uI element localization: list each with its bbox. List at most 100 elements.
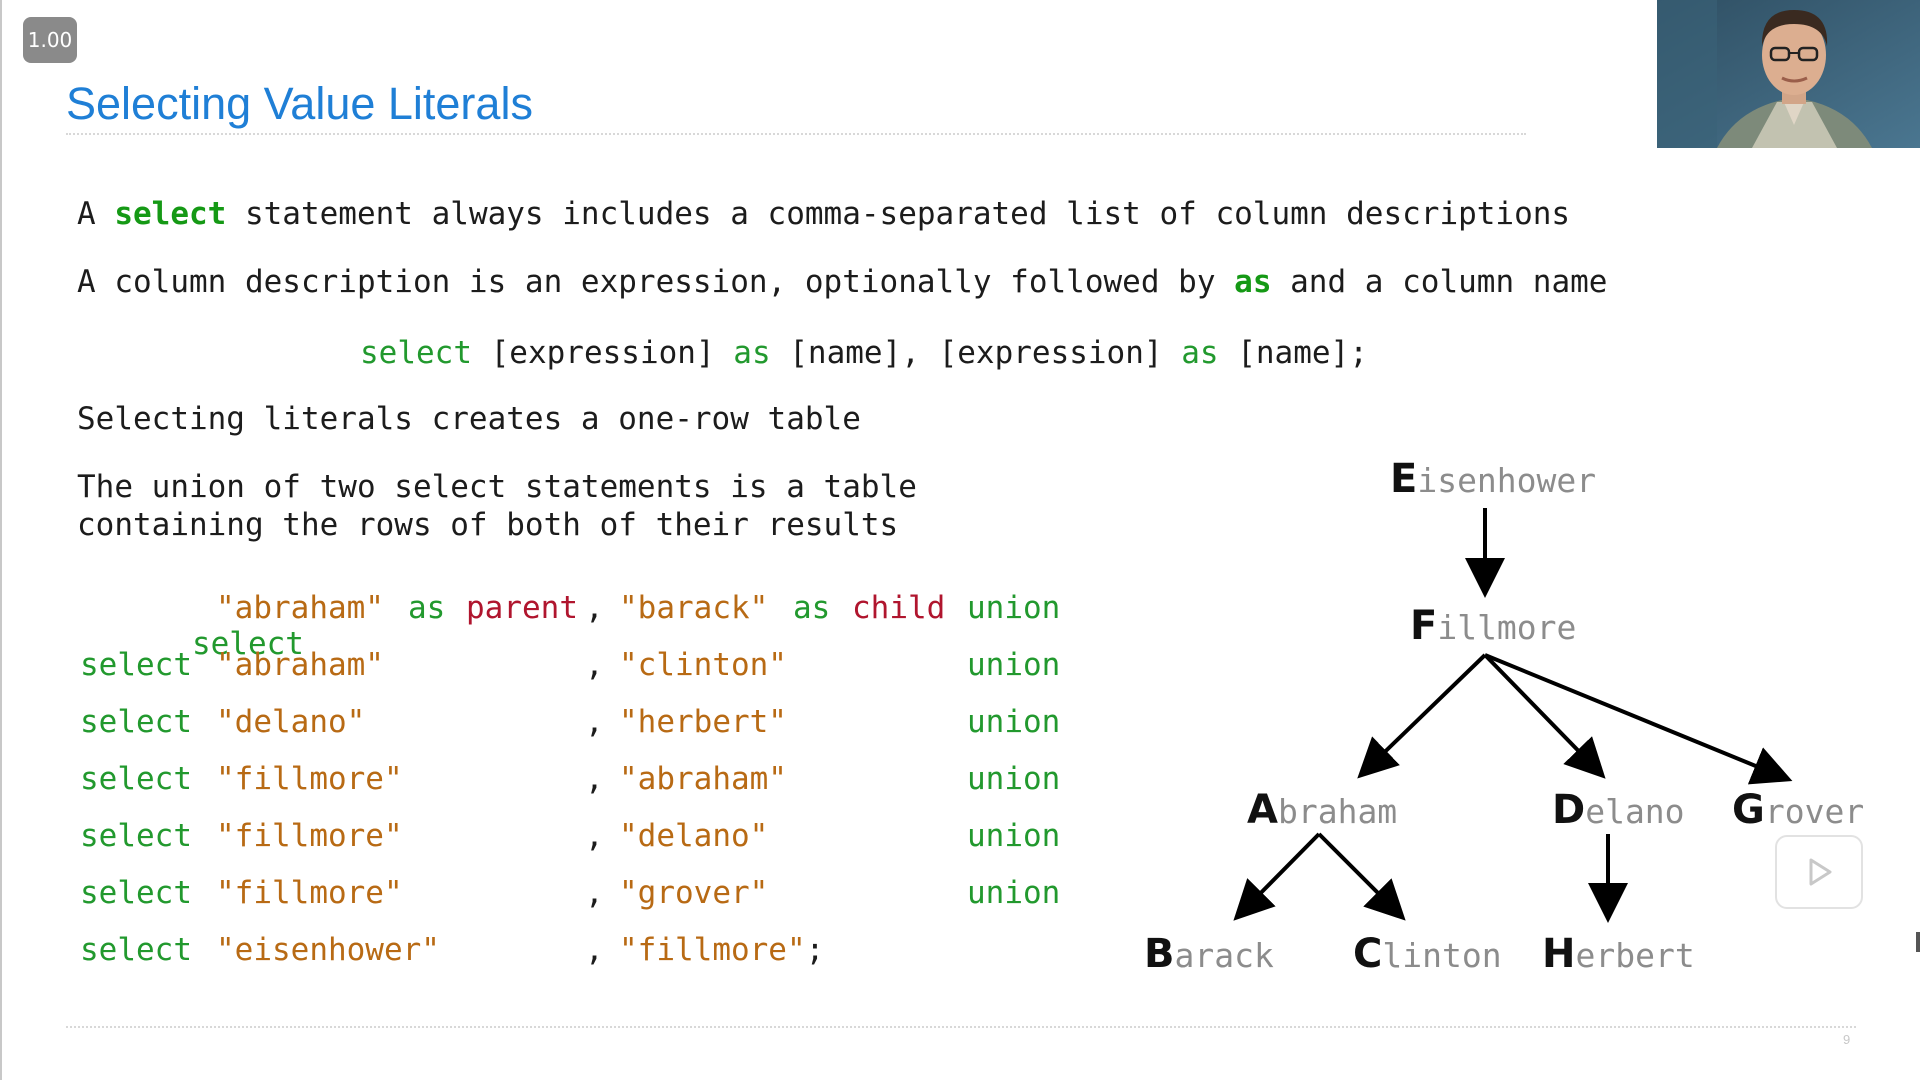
node-rest: erbert [1575, 936, 1694, 975]
paragraph-column-description: A column description is an expression, o… [77, 264, 1607, 300]
edge-fillmore-grover [1484, 653, 1793, 785]
code-string: "fillmore" [619, 932, 806, 968]
keyword-union: union [967, 704, 1061, 740]
keyword-select: select [80, 761, 192, 797]
code-separator: , [585, 818, 604, 854]
code-row: select [80, 590, 304, 698]
code-string: "grover" [619, 875, 769, 911]
syntax-fragment: [name], [expression] [770, 335, 1182, 371]
page-number: 9 [1843, 1032, 1851, 1047]
node-rest: illmore [1437, 608, 1576, 647]
code-string: "abraham" [619, 761, 787, 797]
node-initial: H [1542, 931, 1575, 977]
code-separator: , [585, 647, 604, 683]
play-button[interactable] [1775, 835, 1863, 909]
keyword-as: as [1181, 335, 1219, 371]
code-string: "barack" [619, 590, 769, 626]
keyword-union: union [967, 818, 1061, 854]
node-rest: linton [1382, 936, 1501, 975]
keyword-as: as [793, 590, 831, 626]
node-initial: B [1144, 931, 1175, 977]
node-eisenhower: Eisenhower [1390, 456, 1596, 502]
playback-speed-badge[interactable]: 1.00 [23, 17, 77, 63]
keyword-select: select [80, 932, 192, 968]
code-string: "abraham" [216, 647, 384, 683]
node-initial: A [1247, 787, 1278, 833]
keyword-union: union [967, 761, 1061, 797]
code-separator: , [585, 704, 604, 740]
keyword-select: select [80, 875, 192, 911]
text-fragment: and a column name [1271, 264, 1608, 300]
keyword-as: as [1234, 264, 1272, 300]
node-clinton: Clinton [1353, 931, 1502, 977]
keyword-union: union [967, 875, 1061, 911]
code-string: "eisenhower" [216, 932, 440, 968]
text-fragment: A [77, 196, 115, 232]
node-initial: F [1410, 603, 1437, 649]
paragraph-literals: Selecting literals creates a one-row tab… [77, 401, 861, 437]
code-separator: , [585, 761, 604, 797]
code-row-last-end: "fillmore"; [619, 932, 824, 968]
slide-title: Selecting Value Literals [66, 78, 533, 129]
code-separator: , [585, 932, 604, 968]
column-name-parent: parent [466, 590, 578, 626]
keyword-select: select [114, 196, 227, 232]
node-rest: arack [1175, 936, 1274, 975]
statement-terminator: ; [805, 932, 825, 968]
code-string: "herbert" [619, 704, 787, 740]
text-fragment: statement always includes a comma-separa… [226, 196, 1571, 232]
presenter-video-frame [1657, 0, 1920, 148]
keyword-select: select [80, 704, 192, 740]
playback-speed-label: 1.00 [27, 28, 73, 52]
keyword-as: as [408, 590, 446, 626]
node-herbert: Herbert [1542, 931, 1695, 977]
code-string: "clinton" [619, 647, 787, 683]
node-delano: Delano [1552, 787, 1685, 833]
edge-fillmore-abraham [1357, 653, 1487, 779]
edge-abraham-barack [1233, 832, 1321, 921]
node-fillmore: Fillmore [1410, 603, 1576, 649]
node-abraham: Abraham [1247, 787, 1397, 833]
syntax-template: select [expression] as [name], [expressi… [360, 335, 1368, 371]
family-tree-diagram: Eisenhower Fillmore Abraham Delano Grove… [1144, 456, 1864, 977]
scroll-edge-marker [1916, 932, 1920, 952]
code-string: "fillmore" [216, 875, 403, 911]
paragraph-select-columns: A select statement always includes a com… [77, 196, 1570, 232]
edge-abraham-clinton [1317, 832, 1406, 921]
code-string: "fillmore" [216, 818, 403, 854]
keyword-select: select [360, 335, 472, 371]
paragraph-union-line2: containing the rows of both of their res… [77, 507, 899, 543]
node-initial: C [1353, 931, 1382, 977]
node-barack: Barack [1144, 931, 1274, 977]
keyword-select: select [191, 626, 304, 662]
edge-fillmore-delano [1483, 653, 1606, 779]
keyword-select: select [80, 647, 192, 683]
syntax-fragment: [name]; [1218, 335, 1368, 371]
column-name-child: child [852, 590, 946, 626]
node-rest: isenhower [1417, 461, 1596, 500]
node-rest: braham [1278, 792, 1397, 831]
syntax-fragment: [expression] [471, 335, 734, 371]
code-separator: , [585, 590, 604, 626]
node-initial: E [1390, 456, 1417, 502]
node-rest: elano [1585, 792, 1684, 831]
node-initial: D [1552, 787, 1585, 833]
code-string: "fillmore" [216, 761, 403, 797]
code-string: "delano" [619, 818, 769, 854]
code-string: "delano" [216, 704, 366, 740]
left-border [0, 0, 2, 1080]
presenter-webcam [1657, 0, 1920, 148]
text-fragment: A column description is an expression, o… [77, 264, 1235, 300]
code-separator: , [585, 875, 604, 911]
keyword-as: as [733, 335, 771, 371]
play-icon [1809, 858, 1832, 886]
title-divider [66, 133, 1526, 135]
code-string: "abraham" [216, 590, 384, 626]
keyword-select: select [80, 818, 192, 854]
node-rest: rover [1765, 792, 1864, 831]
keyword-union: union [967, 647, 1061, 683]
node-initial: G [1732, 787, 1765, 833]
node-grover: Grover [1732, 787, 1864, 833]
footer-divider [66, 1026, 1856, 1028]
